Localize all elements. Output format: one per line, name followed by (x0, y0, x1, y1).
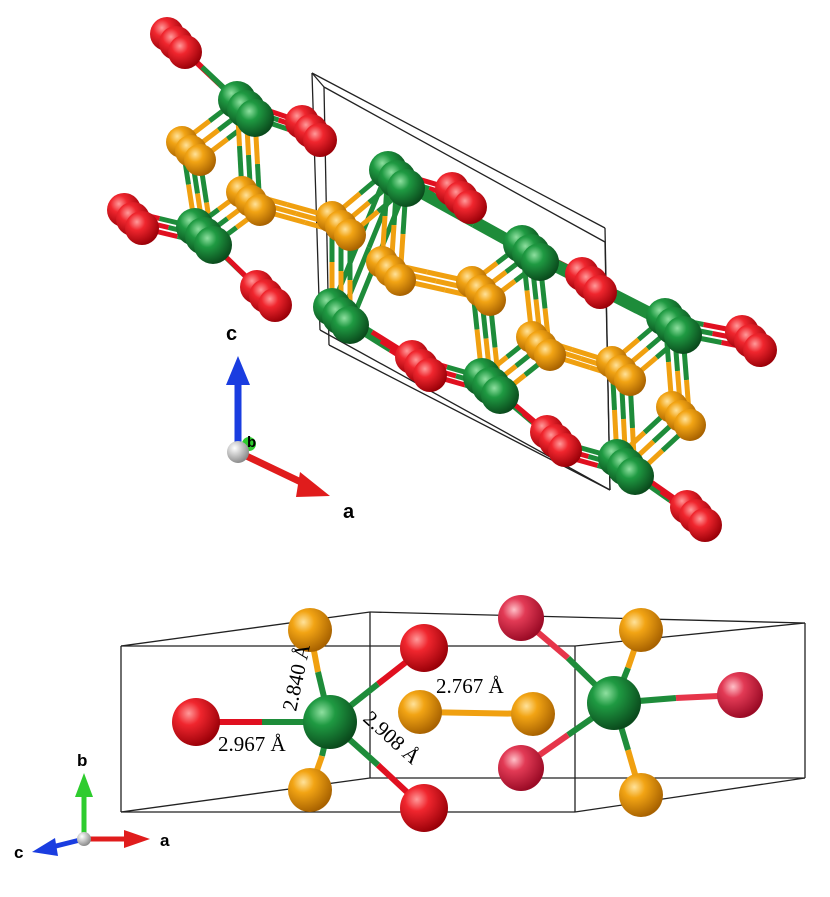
chlorine-atom (184, 144, 216, 176)
calcium-atom (616, 457, 654, 495)
chlorine-atom (614, 364, 646, 396)
c-axis-label: c (14, 843, 23, 862)
chlorine-atom (474, 284, 506, 316)
chlorine-atom (334, 219, 366, 251)
oxygen-atom (498, 745, 544, 791)
a-axis-arrowhead (296, 472, 330, 497)
a-axis-label: a (160, 831, 170, 850)
bond-length-label-cl-cl: 2.767 Å (436, 674, 505, 698)
chlorine-atom (674, 409, 706, 441)
axis-origin-sphere (227, 441, 249, 463)
c-axis-arrowhead (32, 838, 58, 856)
oxygen-atom (688, 508, 722, 542)
oxygen-atom (400, 784, 448, 832)
oxygen-atom (453, 190, 487, 224)
oxygen-atom (717, 672, 763, 718)
calcium-atom (331, 306, 369, 344)
b-axis-label: b (247, 434, 256, 451)
oxygen-atom (258, 288, 292, 322)
bottom-unit-cell (120, 611, 806, 813)
chlorine-atom (288, 608, 332, 652)
oxygen-atom (413, 358, 447, 392)
calcium-atom (387, 169, 425, 207)
b-axis-label: b (77, 751, 87, 770)
top-unit-cell-edge (323, 86, 606, 243)
top-structure-panel (107, 17, 777, 542)
a-axis-arrowhead (124, 830, 150, 848)
top-unit-cell-edge (311, 72, 606, 229)
oxygen-atom (498, 595, 544, 641)
calcium-atom (481, 376, 519, 414)
chlorine-atom (398, 690, 442, 734)
bottom-atoms (172, 595, 763, 832)
chlorine-atom (511, 692, 555, 736)
bottom-structure-panel: 2.840 Å 2.767 Å 2.967 Å 2.908 Å b c a (14, 595, 806, 862)
chlorine-atom (534, 339, 566, 371)
oxygen-atom (172, 698, 220, 746)
oxygen-atom (400, 624, 448, 672)
chlorine-atom (244, 194, 276, 226)
calcium-atom (521, 243, 559, 281)
top-unit-cell-edge (311, 72, 325, 88)
calcium-atom (664, 316, 702, 354)
oxygen-atom (743, 333, 777, 367)
oxygen-atom (303, 123, 337, 157)
chlorine-atom (384, 264, 416, 296)
calcium-atom (236, 99, 274, 137)
c-axis-arrowhead (226, 356, 250, 385)
oxygen-atom (168, 35, 202, 69)
c-axis-label: c (226, 323, 237, 345)
chlorine-atom (619, 608, 663, 652)
oxygen-atom (548, 433, 582, 467)
b-axis-arrowhead (75, 773, 93, 797)
bond-length-label-left: 2.967 Å (218, 732, 287, 756)
calcium-atom (303, 695, 357, 749)
top-axis-triad: c b a (226, 323, 355, 523)
calcium-atom (194, 226, 232, 264)
chlorine-atom (288, 768, 332, 812)
bond-length-label-vertical: 2.840 Å (277, 641, 315, 713)
calcium-atom (587, 676, 641, 730)
a-axis-arrow (236, 448, 307, 488)
axis-origin-sphere (77, 832, 91, 846)
bottom-axis-triad: b c a (14, 751, 170, 862)
a-axis-label: a (343, 501, 355, 523)
chlorine-atom (619, 773, 663, 817)
oxygen-atom (125, 211, 159, 245)
oxygen-atom (583, 275, 617, 309)
